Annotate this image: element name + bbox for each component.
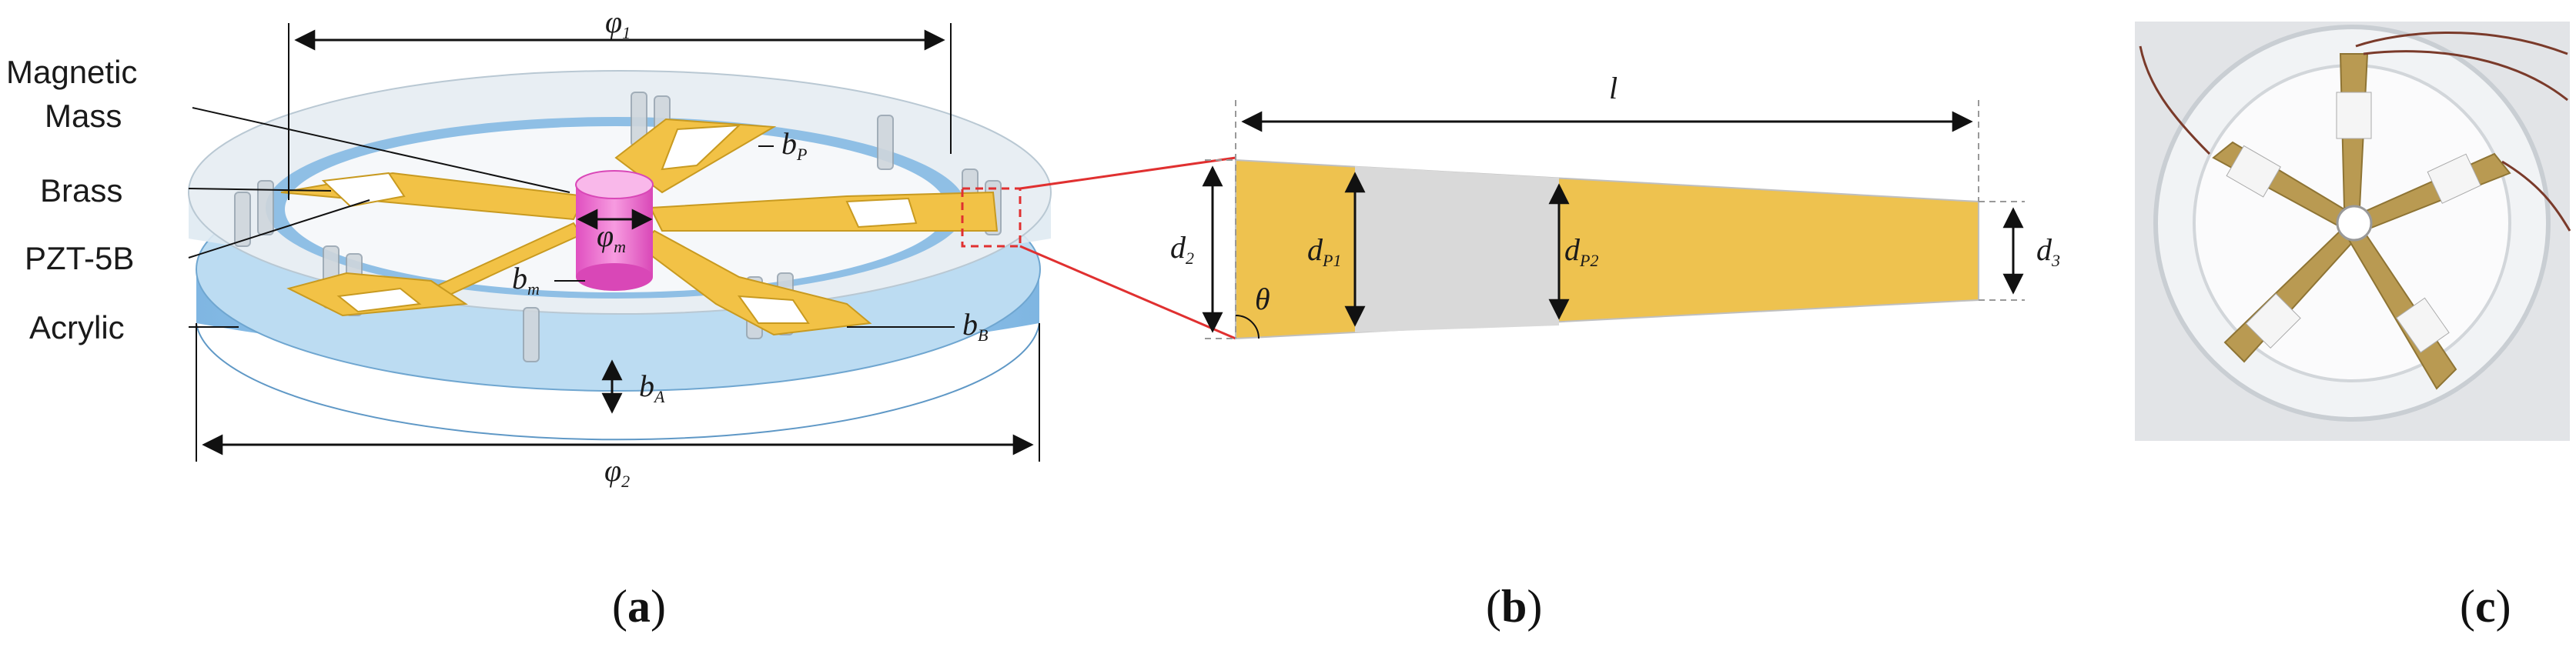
panel-c-photo [2135,22,2571,441]
svg-text:φm: φm [597,219,626,256]
dimension-dP1: dP1 [1307,172,1366,327]
component-labels: Magnetic Mass Brass PZT-5B Acrylic [6,54,137,345]
label-pzt: PZT-5B [25,240,134,276]
pzt-bottom-right [737,295,810,324]
label-brass: Brass [40,172,122,209]
panel-a-diagram: φ1 φ2 φm bA bP bm [6,5,1052,491]
svg-text:d2: d2 [1170,230,1194,268]
brass-beams [280,118,999,336]
dimension-bB: bB [847,307,988,345]
svg-text:dP2: dP2 [1564,232,1598,270]
dimension-d3: d3 [2002,207,2060,295]
svg-text:θ: θ [1255,282,1270,316]
guide-lines [1205,100,2025,339]
leader-lines [188,107,570,328]
svg-text:l: l [1609,71,1618,105]
svg-text:φ1: φ1 [605,5,631,42]
detail-connectors [1019,156,1236,340]
label-acrylic: Acrylic [29,309,125,345]
dimension-bm: bm [512,261,585,299]
pzt-top [661,124,741,171]
svg-text:dP1: dP1 [1307,232,1341,270]
pzt-lower-left [336,287,422,313]
dimension-phim: φm [577,209,653,256]
dimension-d2: d2 [1170,165,1223,333]
dimension-dP2: dP2 [1548,183,1598,320]
label-magnetic: Magnetic [6,54,137,90]
svg-text:bm: bm [512,261,540,299]
dimension-bP: bP [758,126,807,164]
panel-label-a: (a) [612,581,666,632]
svg-text:φ2: φ2 [604,453,630,491]
pzt-right [845,197,918,229]
panel-b-diagram: l d2 dP1 dP2 d3 θ [1170,71,2060,340]
dimension-l: l [1241,71,1973,132]
angle-theta: θ [1235,282,1270,339]
photo-pzt-patches [2226,92,2481,353]
dimension-bA: bA [601,359,665,414]
svg-text:bP: bP [781,126,807,164]
svg-text:d3: d3 [2036,232,2060,270]
pzt-left [321,172,406,208]
dimension-phi1: φ1 [288,5,952,200]
panel-label-c: (c) [2460,581,2511,632]
dimension-phi2: φ2 [196,323,1040,491]
svg-text:bB: bB [962,307,988,345]
label-mass: Mass [45,98,122,134]
photo-wires [2139,32,2571,232]
magnetic-mass [575,170,654,291]
panel-letters: (a) (b) (c) [612,581,2511,632]
acrylic-ring [188,70,1052,315]
panel-label-b: (b) [1486,581,1542,632]
svg-text:bA: bA [639,369,665,406]
tapered-beam-grey-section [1355,166,1559,332]
tapered-beam-brass [1235,158,1979,340]
detail-highlight-box [961,187,1022,248]
